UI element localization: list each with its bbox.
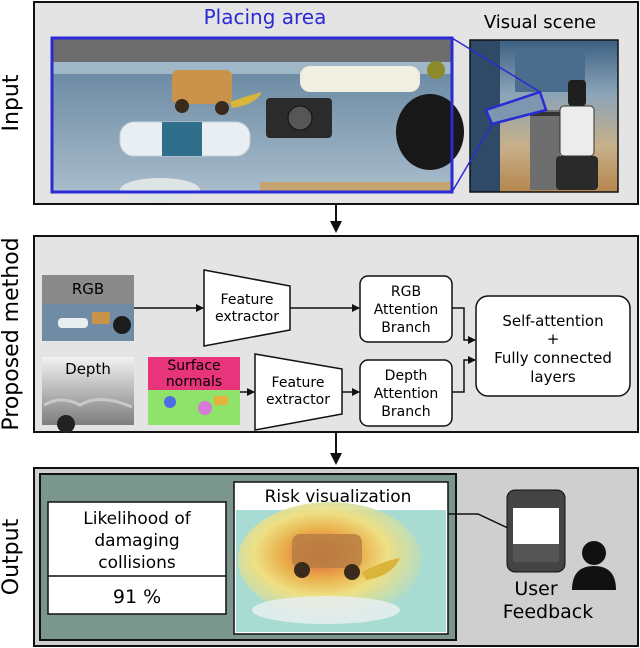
- rgb-branch-label-2: Attention: [374, 302, 439, 318]
- rgb-attention-branch: [359, 275, 453, 343]
- zoom-line-top: [451, 37, 541, 93]
- rgb-branch-label-3: Branch: [381, 320, 430, 336]
- likelihood-label-1: Likelihood of: [83, 509, 192, 529]
- output-side-label: Output: [0, 518, 24, 595]
- fusion-label-3: Fully connected: [494, 349, 612, 367]
- likelihood-label-2: damaging: [94, 531, 179, 551]
- depth-branch-label-1: Depth: [385, 368, 428, 384]
- risk-heatmap-image: [236, 502, 446, 632]
- rgb-feature-extractor-label-1: Feature: [221, 292, 274, 308]
- rgb-feature-extractor: [203, 269, 291, 347]
- likelihood-value: 91 %: [113, 586, 161, 608]
- input-side-label: Input: [0, 74, 24, 131]
- tablet-icon: [506, 489, 566, 573]
- depth-image: [42, 357, 134, 433]
- rgb-label: RGB: [72, 280, 104, 298]
- visual-scene-image: [470, 40, 618, 192]
- fusion-label-1: Self-attention: [502, 312, 603, 330]
- fusion-block: [475, 295, 631, 397]
- zoom-line-bottom: [451, 123, 493, 193]
- depth-attention-branch: [359, 359, 453, 427]
- arrow-rgb-branch-to-fusion: [452, 307, 476, 344]
- depth-label: Depth: [65, 360, 111, 378]
- method-side-label: Proposed method: [0, 237, 24, 430]
- rgb-image: [42, 275, 134, 341]
- risk-visualization-title: Risk visualization: [265, 487, 412, 507]
- placing-area-title: Placing area: [204, 5, 327, 29]
- user-icon: [572, 541, 616, 590]
- fusion-label-2: +: [547, 330, 560, 348]
- placing-area-frame: [50, 36, 454, 194]
- likelihood-label-3: collisions: [98, 553, 176, 573]
- risk-to-tablet-connector: [448, 513, 513, 531]
- surface-normals-label-2: normals: [166, 374, 222, 390]
- visual-scene-frame: [469, 39, 619, 193]
- output-section: Output Likelihood of damaging collisions…: [0, 467, 639, 647]
- placing-area-image: [52, 38, 464, 202]
- visual-scene-title: Visual scene: [484, 12, 596, 33]
- user-feedback-label-2: Feedback: [503, 601, 593, 623]
- arrow-depth-branch-to-fusion: [452, 356, 476, 393]
- surface-normals-image: [148, 357, 240, 425]
- depth-branch-label-3: Branch: [381, 404, 430, 420]
- surface-normals-label-1: Surface: [167, 358, 220, 374]
- depth-feature-extractor-label-1: Feature: [272, 375, 325, 391]
- depth-feature-extractor: [254, 353, 343, 431]
- method-section: Proposed method RGB Depth Surface normal: [0, 235, 639, 433]
- rgb-branch-label-1: RGB: [391, 284, 421, 300]
- likelihood-box: [47, 501, 227, 615]
- depth-feature-extractor-label-2: extractor: [266, 392, 330, 408]
- rgb-feature-extractor-label-2: extractor: [215, 309, 279, 325]
- input-section: Input Placing area: [0, 1, 639, 205]
- depth-branch-label-2: Attention: [374, 386, 439, 402]
- user-feedback-label-1: User: [514, 578, 557, 600]
- fusion-label-4: layers: [530, 368, 576, 386]
